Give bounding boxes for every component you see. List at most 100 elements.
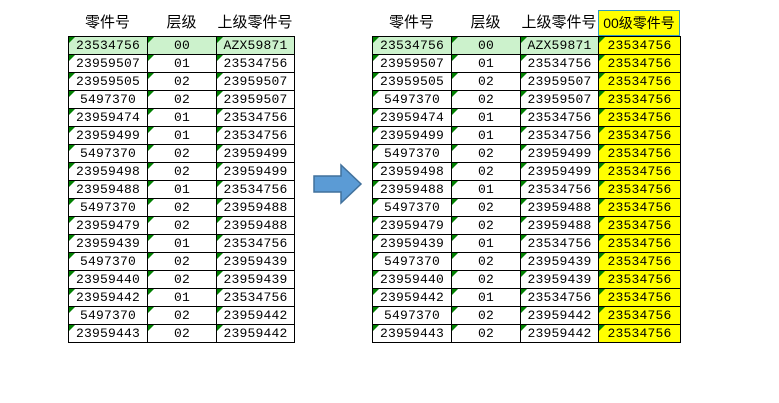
- cell-level[interactable]: 02: [452, 145, 521, 163]
- cell-level[interactable]: 02: [148, 307, 217, 325]
- cell-part-number[interactable]: 23959440: [69, 271, 148, 289]
- cell-level[interactable]: 02: [452, 163, 521, 181]
- cell-level[interactable]: 02: [148, 73, 217, 91]
- cell-parent-part-number[interactable]: 23534756: [521, 127, 599, 145]
- cell-parent-part-number[interactable]: 23534756: [217, 127, 295, 145]
- cell-level[interactable]: 01: [452, 181, 521, 199]
- cell-root-part-number[interactable]: 23534756: [599, 145, 681, 163]
- cell-parent-part-number[interactable]: 23534756: [217, 235, 295, 253]
- cell-parent-part-number[interactable]: 23959507: [521, 73, 599, 91]
- cell-part-number[interactable]: 5497370: [69, 253, 148, 271]
- cell-root-part-number[interactable]: 23534756: [599, 289, 681, 307]
- cell-level[interactable]: 00: [148, 37, 217, 55]
- cell-parent-part-number[interactable]: 23534756: [217, 181, 295, 199]
- cell-part-number[interactable]: 5497370: [373, 199, 452, 217]
- cell-root-part-number[interactable]: 23534756: [599, 73, 681, 91]
- cell-root-part-number[interactable]: 23534756: [599, 91, 681, 109]
- cell-parent-part-number[interactable]: 23959439: [521, 253, 599, 271]
- cell-root-part-number[interactable]: 23534756: [599, 325, 681, 343]
- cell-part-number[interactable]: 23959443: [373, 325, 452, 343]
- cell-parent-part-number[interactable]: 23534756: [217, 109, 295, 127]
- cell-root-part-number[interactable]: 23534756: [599, 199, 681, 217]
- cell-part-number[interactable]: 23959488: [373, 181, 452, 199]
- cell-part-number[interactable]: 23959474: [69, 109, 148, 127]
- cell-parent-part-number[interactable]: 23959488: [521, 217, 599, 235]
- cell-part-number[interactable]: 23959498: [373, 163, 452, 181]
- cell-level[interactable]: 02: [148, 217, 217, 235]
- cell-root-part-number[interactable]: 23534756: [599, 253, 681, 271]
- cell-root-part-number[interactable]: 23534756: [599, 37, 681, 55]
- cell-part-number[interactable]: 5497370: [69, 199, 148, 217]
- cell-parent-part-number[interactable]: 23959499: [217, 163, 295, 181]
- cell-parent-part-number[interactable]: 23534756: [521, 289, 599, 307]
- cell-level[interactable]: 02: [148, 145, 217, 163]
- cell-part-number[interactable]: 23959443: [69, 325, 148, 343]
- cell-level[interactable]: 02: [452, 199, 521, 217]
- cell-level[interactable]: 01: [148, 181, 217, 199]
- cell-parent-part-number[interactable]: 23959507: [521, 91, 599, 109]
- cell-part-number[interactable]: 23959442: [69, 289, 148, 307]
- cell-parent-part-number[interactable]: 23534756: [521, 55, 599, 73]
- cell-part-number[interactable]: 23959479: [69, 217, 148, 235]
- cell-level[interactable]: 01: [148, 109, 217, 127]
- cell-level[interactable]: 02: [452, 217, 521, 235]
- cell-level[interactable]: 02: [452, 73, 521, 91]
- cell-part-number[interactable]: 23534756: [69, 37, 148, 55]
- cell-level[interactable]: 02: [452, 91, 521, 109]
- cell-part-number[interactable]: 23959440: [373, 271, 452, 289]
- cell-root-part-number[interactable]: 23534756: [599, 163, 681, 181]
- cell-level[interactable]: 02: [148, 271, 217, 289]
- cell-parent-part-number[interactable]: 23959439: [217, 271, 295, 289]
- cell-root-part-number[interactable]: 23534756: [599, 181, 681, 199]
- cell-part-number[interactable]: 23959507: [373, 55, 452, 73]
- cell-level[interactable]: 01: [452, 109, 521, 127]
- cell-part-number[interactable]: 23534756: [373, 37, 452, 55]
- cell-root-part-number[interactable]: 23534756: [599, 127, 681, 145]
- cell-root-part-number[interactable]: 23534756: [599, 55, 681, 73]
- cell-level[interactable]: 01: [148, 235, 217, 253]
- cell-part-number[interactable]: 23959488: [69, 181, 148, 199]
- cell-parent-part-number[interactable]: 23959488: [217, 199, 295, 217]
- cell-level[interactable]: 02: [452, 253, 521, 271]
- cell-parent-part-number[interactable]: 23959488: [521, 199, 599, 217]
- cell-root-part-number[interactable]: 23534756: [599, 109, 681, 127]
- cell-part-number[interactable]: 23959439: [373, 235, 452, 253]
- cell-level[interactable]: 02: [148, 199, 217, 217]
- cell-level[interactable]: 01: [452, 55, 521, 73]
- cell-parent-part-number[interactable]: 23959507: [217, 91, 295, 109]
- cell-part-number[interactable]: 5497370: [373, 253, 452, 271]
- cell-part-number[interactable]: 5497370: [69, 91, 148, 109]
- cell-parent-part-number[interactable]: 23959439: [521, 271, 599, 289]
- cell-parent-part-number[interactable]: 23959442: [521, 307, 599, 325]
- cell-root-part-number[interactable]: 23534756: [599, 217, 681, 235]
- cell-parent-part-number[interactable]: 23959488: [217, 217, 295, 235]
- cell-part-number[interactable]: 23959479: [373, 217, 452, 235]
- cell-level[interactable]: 02: [148, 253, 217, 271]
- cell-level[interactable]: 02: [148, 325, 217, 343]
- cell-part-number[interactable]: 5497370: [69, 307, 148, 325]
- cell-parent-part-number[interactable]: AZX59871: [217, 37, 295, 55]
- cell-part-number[interactable]: 23959507: [69, 55, 148, 73]
- cell-level[interactable]: 01: [148, 289, 217, 307]
- cell-level[interactable]: 02: [148, 91, 217, 109]
- cell-parent-part-number[interactable]: 23959442: [521, 325, 599, 343]
